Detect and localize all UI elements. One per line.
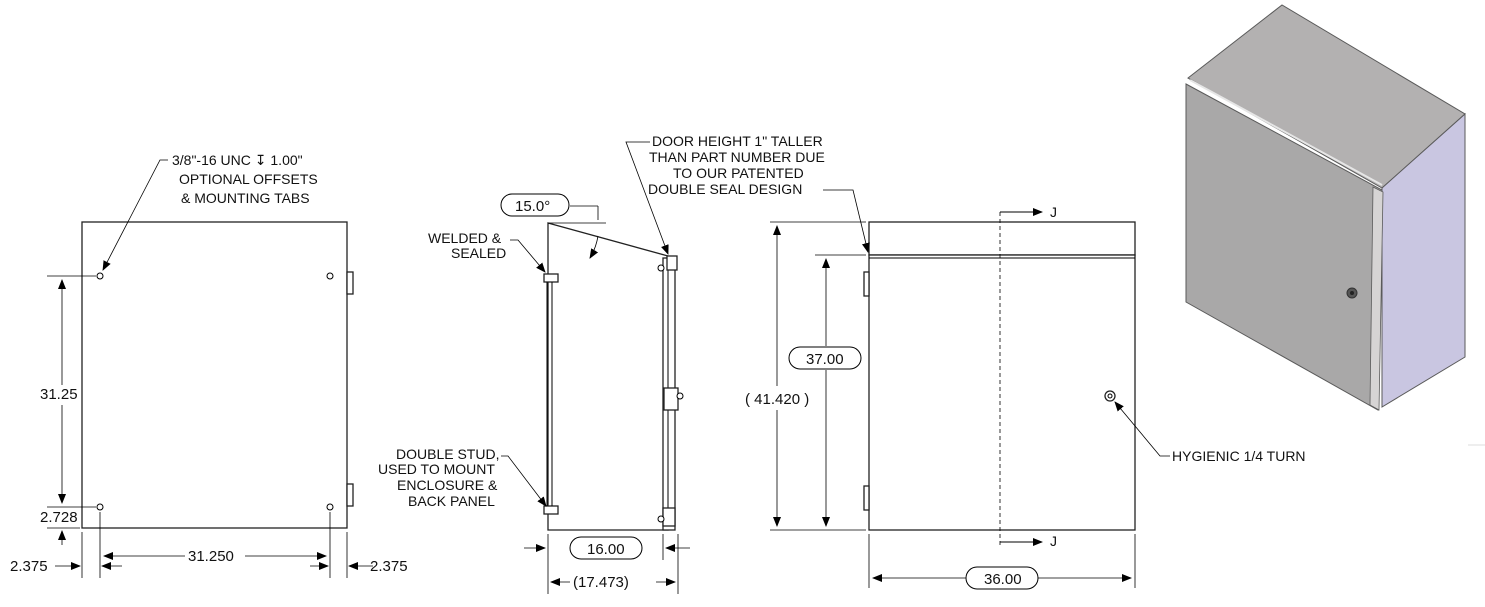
side-latch <box>663 387 679 411</box>
door-hinge-top <box>863 271 870 297</box>
latch-leader <box>1114 401 1170 457</box>
latch-knob-icon <box>676 392 684 400</box>
iso-side-face <box>1381 112 1466 408</box>
section-label-top: J <box>1050 204 1057 220</box>
isometric-view <box>1185 4 1485 446</box>
door-note-line1: DOOR HEIGHT 1" TALLER <box>652 133 823 149</box>
side-stud-bottom <box>543 505 559 515</box>
door-panel <box>868 254 1136 531</box>
door-note-leader-1 <box>625 141 669 255</box>
dim-41-420: ( 41.420 ) <box>745 391 809 408</box>
door-view: J J HYGIENIC 1/4 TURN DOOR HEIGHT 1" TAL… <box>625 133 1306 590</box>
mounting-hole-icon <box>326 503 334 511</box>
front-note-line2: OPTIONAL OFFSETS <box>179 171 318 187</box>
dim-31-25: 31.25 <box>40 386 78 403</box>
dim-2-375-left: 2.375 <box>10 558 48 575</box>
dim-2-375-right: 2.375 <box>370 558 408 575</box>
iso-front-face <box>1185 83 1383 411</box>
front-view: 3/8"-16 UNC ↧ 1.00" OPTIONAL OFFSETS & M… <box>10 152 408 578</box>
front-note-line3: & MOUNTING TABS <box>181 190 310 206</box>
door-note-line2: THAN PART NUMBER DUE <box>649 149 825 165</box>
side-stud-top <box>543 273 559 283</box>
door-hinge-bottom <box>863 485 870 511</box>
door-note-line4: DOUBLE SEAL DESIGN <box>648 181 802 197</box>
stud-line2: USED TO MOUNT <box>378 461 495 477</box>
mounting-hole-icon <box>96 272 104 280</box>
welded-line1: WELDED & <box>428 230 502 246</box>
stud-line3: ENCLOSURE & <box>397 477 498 493</box>
dim-2-728: 2.728 <box>40 509 78 526</box>
door-note-line3: TO OUR PATENTED <box>673 165 804 181</box>
side-enclosure-body <box>547 222 669 531</box>
stud-line1: DOUBLE STUD, <box>396 446 499 462</box>
stud-leader <box>501 455 547 507</box>
dim-36-00: 36.00 <box>984 571 1022 588</box>
welded-leader <box>510 239 546 273</box>
door-top-section <box>868 221 1136 256</box>
angle-bubble <box>500 193 570 217</box>
mounting-hole-icon <box>96 503 104 511</box>
dim-17-473: (17.473) <box>573 574 629 591</box>
width-bubble <box>965 566 1039 590</box>
dim-31-250: 31.250 <box>188 548 234 565</box>
door-note-leader-2 <box>823 189 870 253</box>
iso-door-edge <box>1369 186 1384 411</box>
mounting-hole-icon <box>326 272 334 280</box>
dim-16-00: 16.00 <box>587 541 625 558</box>
latch-label: HYGIENIC 1/4 TURN <box>1172 448 1306 464</box>
side-hinge-top <box>666 255 678 271</box>
front-hinge-top <box>346 271 354 295</box>
side-hinge-bottom <box>662 507 676 527</box>
dim-37-00: 37.00 <box>806 351 844 368</box>
front-note-line1: 3/8"-16 UNC ↧ 1.00" <box>172 152 303 168</box>
stud-line4: BACK PANEL <box>408 493 495 509</box>
welded-line2: SEALED <box>451 245 506 261</box>
front-hinge-bottom <box>346 483 354 507</box>
side-view: 15.0° WELDED & SEALED DOUBLE STUD, USED … <box>378 193 690 594</box>
front-enclosure-body <box>81 221 348 529</box>
front-note-leader <box>102 159 168 271</box>
dim-angle: 15.0° <box>515 198 550 215</box>
depth-bubble <box>569 536 643 560</box>
height-bubble <box>788 346 862 370</box>
section-label-bottom: J <box>1050 533 1057 549</box>
